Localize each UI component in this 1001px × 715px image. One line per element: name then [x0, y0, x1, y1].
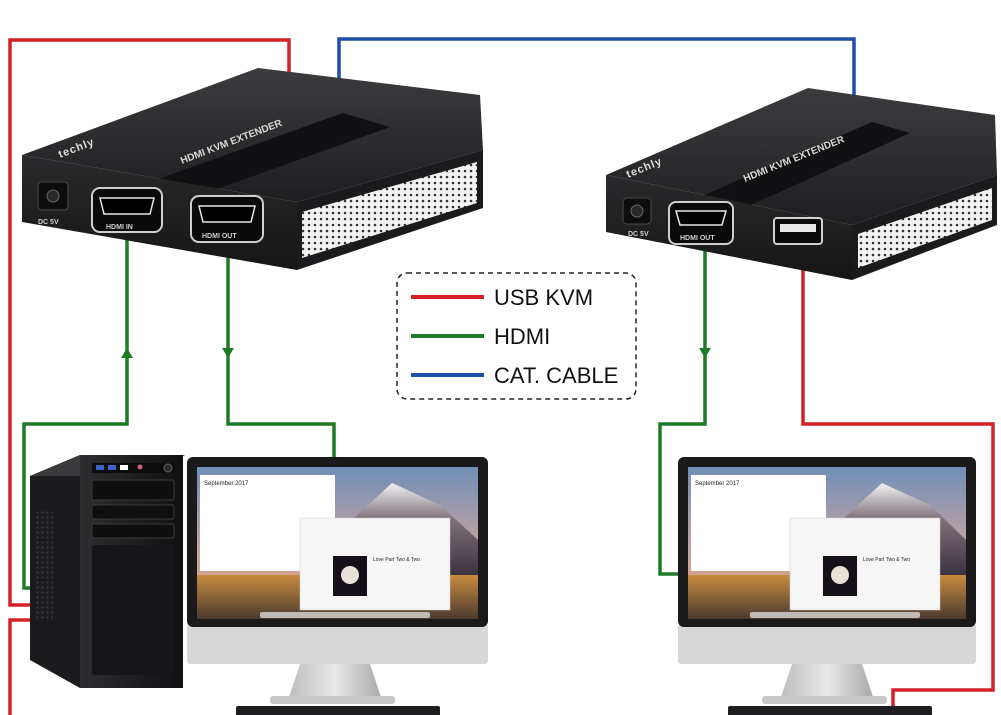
audio-jack	[137, 464, 143, 470]
legend: USB KVM HDMI CAT. CABLE	[396, 272, 637, 400]
usb-front-2	[108, 465, 116, 470]
remote-monitor: September 2017 Love Part Two & Two	[678, 457, 976, 704]
arrow-down-icon	[699, 348, 711, 358]
remote-monitor-chin	[678, 624, 976, 664]
receiver-hdmi-out-label: HDMI OUT	[680, 235, 715, 242]
receiver-dc-jack-hole	[630, 204, 644, 218]
hdmi-cable-receiver-to-monitor	[658, 236, 707, 576]
album-art-figure	[341, 566, 359, 584]
drive-bay-2	[91, 523, 175, 539]
hdmi-in-socket	[99, 197, 155, 215]
remote-music-window	[789, 517, 941, 611]
tower-io-panel	[92, 463, 174, 473]
receiver-grille	[858, 188, 992, 268]
music-window	[299, 517, 451, 611]
hdmi-in-label: HDMI IN	[106, 224, 133, 231]
tower-front-mesh	[92, 545, 174, 675]
usb-port-tongue	[780, 224, 816, 232]
usb-cable-left-lower	[8, 618, 35, 715]
arrow-up-icon	[121, 348, 133, 358]
local-keyboard	[236, 706, 440, 715]
dc-jack-hole	[46, 189, 60, 203]
remote-calendar-title: September 2017	[695, 481, 740, 487]
transmitter-grille	[302, 162, 477, 258]
hdmi-cable-out-to-monitor	[226, 240, 336, 460]
monitor-stand	[288, 664, 382, 700]
usb-front-1	[96, 465, 104, 470]
hdmi-out-socket	[198, 205, 256, 223]
remote-album-art-figure	[831, 566, 849, 584]
transmitter-top	[22, 68, 483, 202]
transmitter-strip	[150, 113, 390, 197]
remote-dock	[750, 612, 920, 618]
receiver-unit: HDMI KVM EXTENDER techly DC 5V HDMI OUT	[606, 88, 997, 280]
cat-cable	[337, 37, 856, 98]
usb-cable-right	[801, 245, 995, 715]
usb-front-3	[120, 465, 128, 470]
calendar-title: September 2017	[204, 481, 249, 487]
tower-vent	[35, 510, 53, 620]
power-button	[163, 463, 173, 473]
hdmi-cable-pc-to-in	[22, 238, 129, 590]
receiver-dc-label: DC 5V	[628, 231, 649, 238]
transmitter-dc-label: DC 5V	[38, 219, 59, 226]
transmitter-unit: HDMI KVM EXTENDER techly DC 5V HDMI IN H…	[22, 68, 483, 270]
drive-bay-1	[91, 504, 175, 520]
legend-box	[396, 272, 637, 400]
receiver-hdmi-socket	[675, 210, 727, 226]
monitor-stand-base	[270, 696, 395, 704]
dock	[260, 612, 430, 618]
legend-label-usb: USB KVM	[494, 285, 593, 310]
remote-album-title: Love Part Two & Two	[863, 557, 910, 563]
legend-label-hdmi: HDMI	[494, 324, 550, 349]
remote-monitor-stand-base	[762, 696, 887, 704]
remote-monitor-stand	[780, 664, 874, 700]
hdmi-out-label: HDMI OUT	[202, 233, 237, 240]
cables	[8, 37, 995, 715]
remote-keyboard	[728, 706, 932, 715]
legend-label-cat: CAT. CABLE	[494, 363, 618, 388]
usb-cable-left	[8, 38, 291, 607]
pc-tower	[30, 455, 185, 688]
local-monitor: September 2017 Love Part Two & Two	[187, 457, 488, 704]
optical-drive	[91, 479, 175, 501]
monitor-chin	[187, 624, 488, 664]
arrow-down-icon	[222, 348, 234, 358]
album-title: Love Part Two & Two	[373, 557, 420, 563]
receiver-strip	[700, 122, 910, 211]
